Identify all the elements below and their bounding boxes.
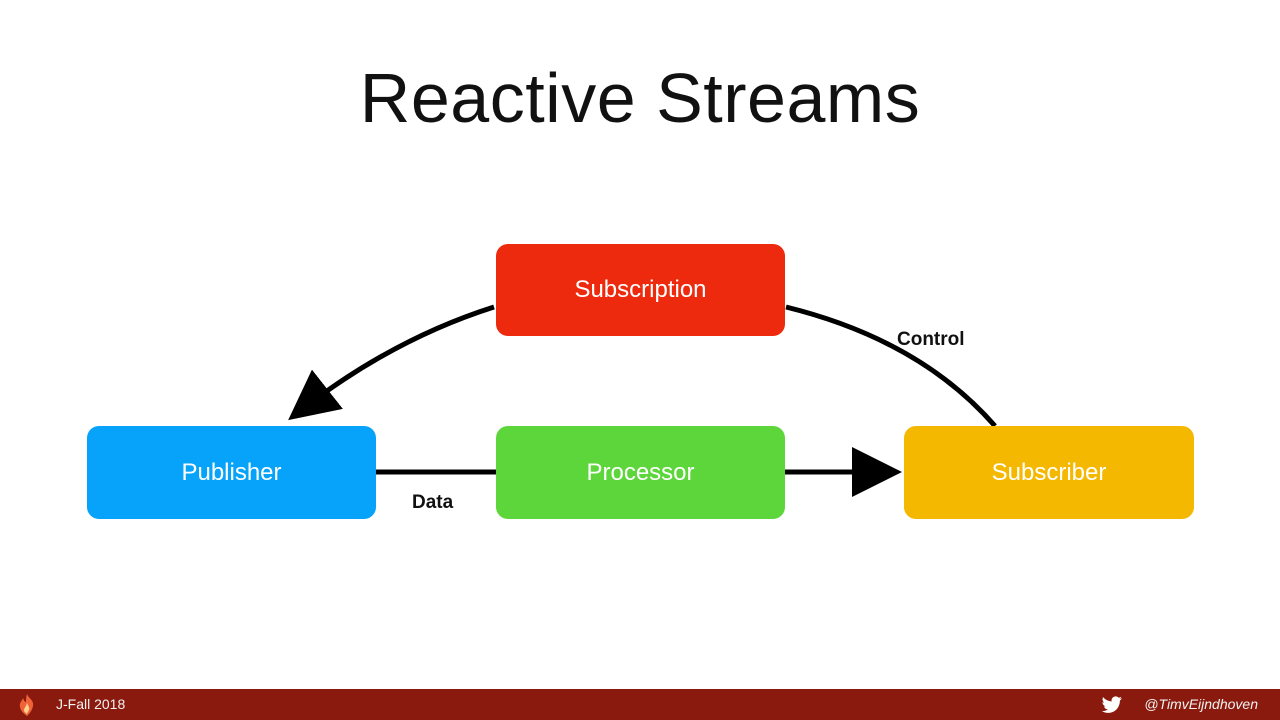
flame-logo-icon [19, 694, 34, 716]
twitter-bird-icon [1101, 696, 1122, 713]
node-subscription: Subscription [496, 244, 785, 336]
node-publisher-label: Publisher [181, 458, 282, 486]
control-edge-subscription-to-publisher [288, 304, 495, 421]
slide-title: Reactive Streams [359, 59, 921, 137]
node-processor-label: Processor [586, 458, 695, 486]
edge-label-control: Control [897, 329, 965, 350]
node-subscriber-label: Subscriber [991, 458, 1107, 486]
footer-bar: J-Fall 2018 @TimvEijndhoven [0, 689, 1280, 720]
node-publisher: Publisher [87, 426, 376, 519]
node-subscriber: Subscriber [904, 426, 1194, 519]
node-subscription-label: Subscription [574, 276, 707, 303]
footer-twitter-handle: @TimvEijndhoven [1144, 696, 1258, 712]
edge-label-data: Data [412, 492, 454, 513]
node-processor: Processor [496, 426, 785, 519]
footer-event-name: J-Fall 2018 [56, 696, 126, 712]
control-edge-subscriber-to-subscription [785, 304, 997, 428]
